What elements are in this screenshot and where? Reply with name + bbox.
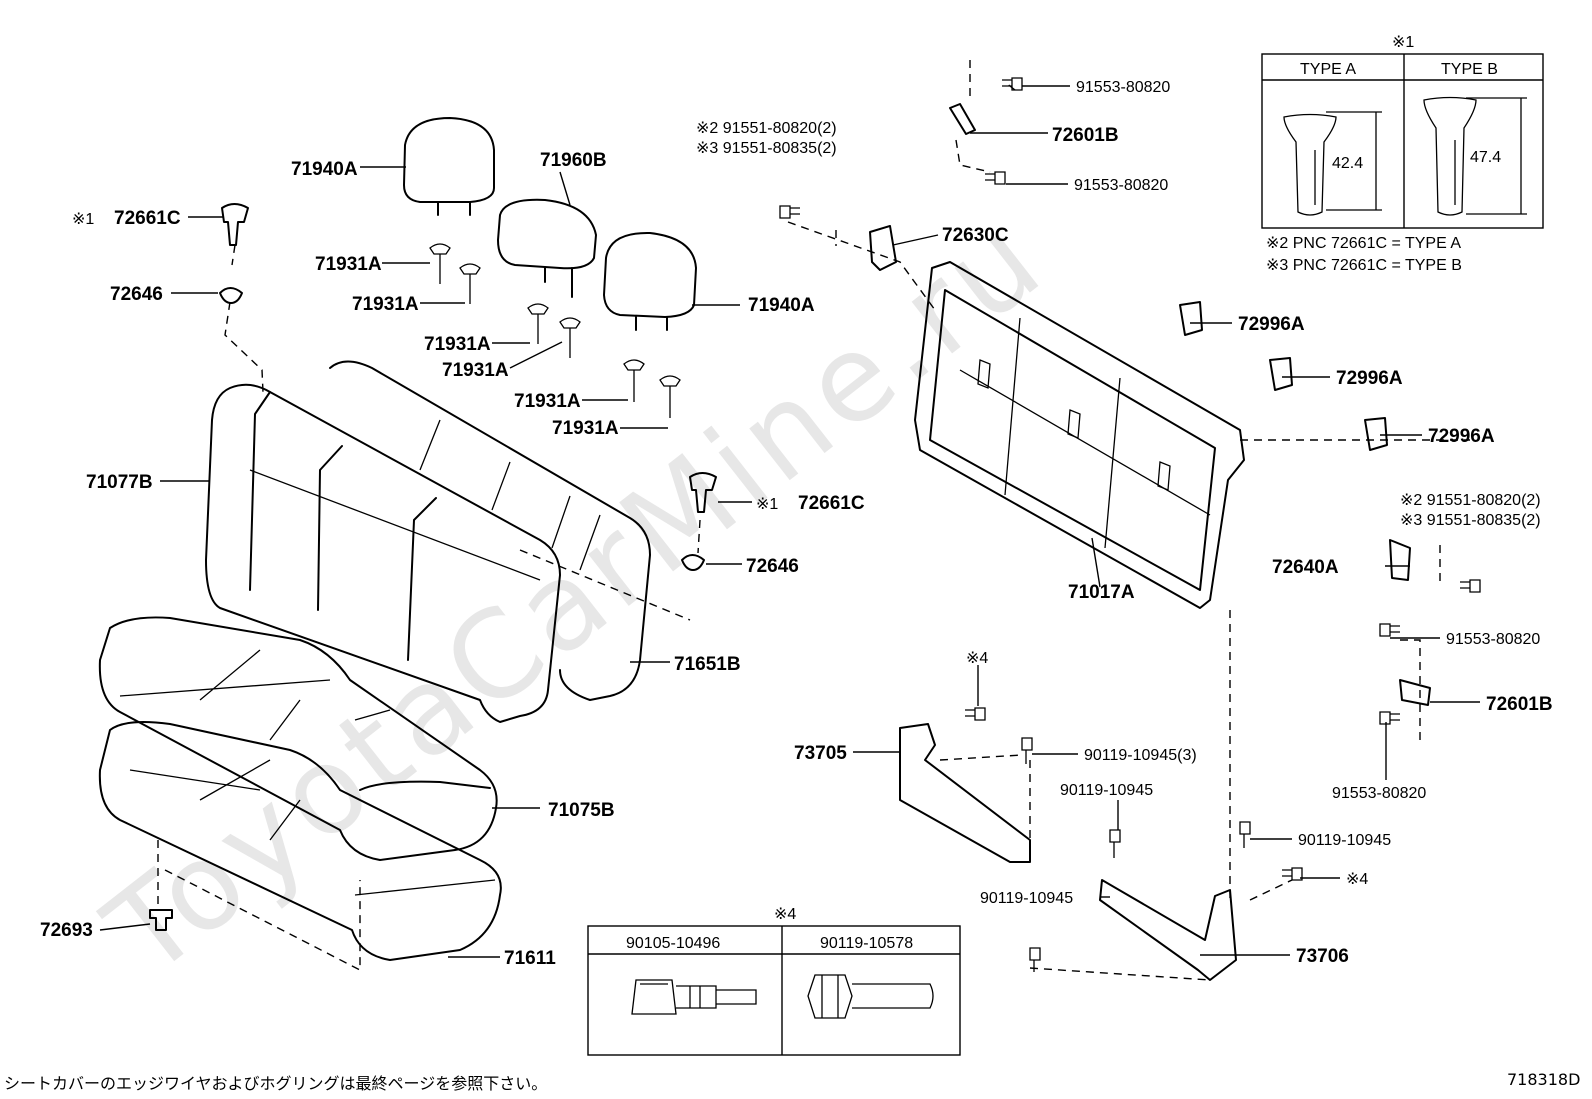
label-mark4-right: ※4 xyxy=(1346,871,1368,888)
part-labels: 71940A 71960B 71940A 71931A 71931A 71931… xyxy=(40,79,1553,969)
label-bolt-d: 90119-10945 xyxy=(980,890,1073,907)
label-hinge-bottom: 72601B xyxy=(1486,694,1553,715)
clip-drawing xyxy=(149,909,173,931)
type-table-col-b: TYPE B xyxy=(1441,61,1498,78)
label-back-cover: 71077B xyxy=(86,472,153,493)
watermark: ToyotaCarMine.ru xyxy=(81,189,1069,1004)
label-bolt-c: 90119-10945 xyxy=(1298,832,1391,849)
label-support-1: 71931A xyxy=(315,254,382,275)
hinge-drawings xyxy=(899,723,1237,981)
label-lock-knob-mid-mark: ※1 xyxy=(756,496,778,513)
label-striker-right: 72640A xyxy=(1272,557,1339,578)
leader-lines xyxy=(99,85,1480,958)
label-cushion-pad: 71611 xyxy=(504,948,556,969)
assembly-lines xyxy=(157,60,1470,981)
type-table-note3: ※3 PNC 72661C = TYPE B xyxy=(1266,257,1462,274)
label-note3-left: ※3 91551-80835(2) xyxy=(696,140,837,157)
label-note2-left: ※2 91551-80820(2) xyxy=(696,120,837,137)
cushion-pad-drawing xyxy=(98,721,502,961)
label-bolt-right-b: 91553-80820 xyxy=(1332,785,1426,802)
label-belt-guide-3: 72996A xyxy=(1428,426,1495,447)
label-bolt-top-b: 91553-80820 xyxy=(1074,177,1168,194)
label-hinge-right: 73706 xyxy=(1296,946,1349,967)
seat-back-pad-drawing xyxy=(329,360,651,701)
label-headrest-right: 71940A xyxy=(748,295,815,316)
support-drawings xyxy=(429,243,681,418)
label-belt-guide-2: 72996A xyxy=(1336,368,1403,389)
headrest-left-drawing xyxy=(403,117,495,216)
label-cushion-cover: 71075B xyxy=(548,800,615,821)
label-note3-right: ※3 91551-80835(2) xyxy=(1400,512,1541,529)
lock-knob-drawings xyxy=(219,203,717,571)
label-striker-upper: 72630C xyxy=(942,225,1009,246)
bolt-table: ※4 90105-10496 90119-10578 xyxy=(587,906,961,1056)
bolt-table-mark: ※4 xyxy=(774,906,796,923)
label-support-2: 71931A xyxy=(352,294,419,315)
label-hinge-top: 72601B xyxy=(1052,125,1119,146)
label-clip: 72693 xyxy=(40,920,93,941)
headrest-right-drawing xyxy=(603,231,697,331)
label-lock-knob-mid: 72661C xyxy=(798,493,865,514)
back-frame-drawing xyxy=(914,261,1245,609)
type-table-dim-b: 47.4 xyxy=(1470,149,1501,166)
headrest-center-drawing xyxy=(497,198,597,298)
footer-note: シートカバーのエッジワイヤおよびホグリングは最終ページを参照下さい。 xyxy=(4,1074,548,1093)
bracket-drawings xyxy=(869,103,1431,706)
bolt-table-col-2: 90119-10578 xyxy=(820,935,913,952)
label-support-3: 71931A xyxy=(424,334,491,355)
bolt-table-col-1: 90105-10496 xyxy=(626,935,720,952)
label-hinge-left: 73705 xyxy=(794,743,847,764)
type-table-col-a: TYPE A xyxy=(1300,61,1356,78)
label-bolt-top-a: 91553-80820 xyxy=(1076,79,1170,96)
type-table-mark: ※1 xyxy=(1392,34,1414,51)
label-belt-guide-1: 72996A xyxy=(1238,314,1305,335)
label-bolt-right-a: 91553-80820 xyxy=(1446,631,1540,648)
bolt-hex-icon xyxy=(807,974,934,1019)
type-table-dim-a: 42.4 xyxy=(1332,155,1363,172)
type-a-knob-icon xyxy=(1283,111,1382,216)
label-lock-knob-top-mark: ※1 xyxy=(72,211,94,228)
label-mark4-top: ※4 xyxy=(966,650,988,667)
label-grommet-top: 72646 xyxy=(110,284,163,305)
label-grommet-mid: 72646 xyxy=(746,556,799,577)
type-b-knob-icon xyxy=(1423,96,1527,216)
label-note2-right: ※2 91551-80820(2) xyxy=(1400,492,1541,509)
type-table: ※1 TYPE A TYPE B 42.4 47.4 ※2 PNC 72661C… xyxy=(1261,34,1544,274)
label-support-6: 71931A xyxy=(552,418,619,439)
label-bolt-b: 90119-10945 xyxy=(1060,782,1153,799)
label-back-pad: 71651B xyxy=(674,654,741,675)
label-back-frame: 71017A xyxy=(1068,582,1135,603)
label-bolt-a: 90119-10945(3) xyxy=(1084,747,1197,764)
label-lock-knob-top: 72661C xyxy=(114,208,181,229)
bolt-flange-icon xyxy=(631,979,757,1015)
label-headrest-center: 71960B xyxy=(540,150,607,171)
label-headrest-left: 71940A xyxy=(291,159,358,180)
seat-back-cover-drawing xyxy=(205,383,561,723)
label-support-5: 71931A xyxy=(514,391,581,412)
type-table-note2: ※2 PNC 72661C = TYPE A xyxy=(1266,235,1461,252)
footer-code: 718318D xyxy=(1507,1070,1581,1089)
label-support-4: 71931A xyxy=(442,360,509,381)
